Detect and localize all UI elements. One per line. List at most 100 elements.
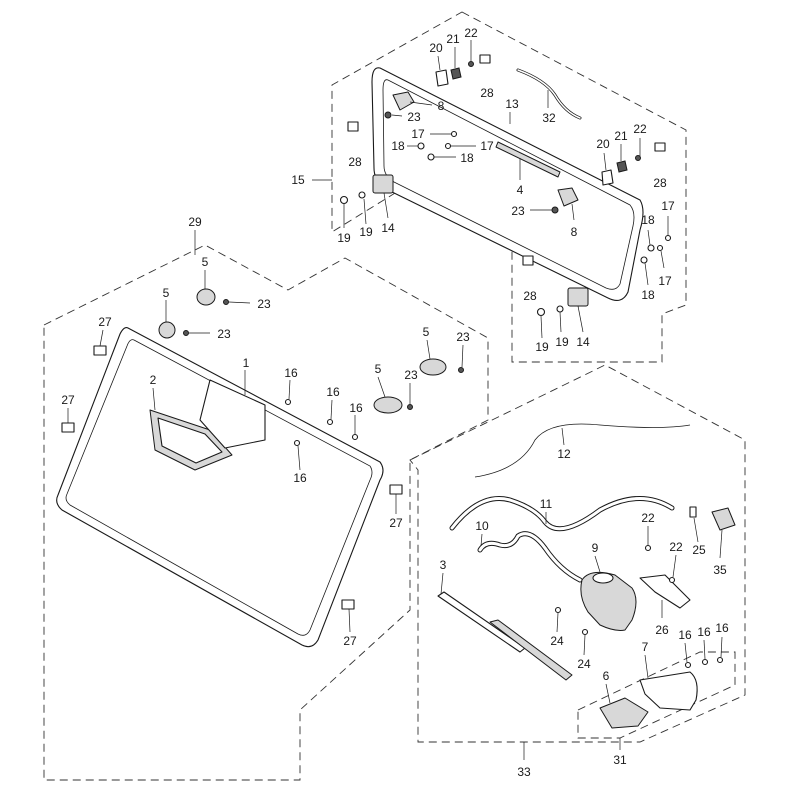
callout-28: 28 [348,155,362,169]
hinge-cap-5-c [419,358,447,376]
nut-23-a [384,111,392,119]
nut-23-f [407,404,413,410]
leader-18-d [644,262,649,286]
washer-18-a [417,142,425,150]
wiper-arm-3 [437,591,526,653]
leader-35 [719,529,723,559]
leader-16-d [297,445,301,471]
washer-18-b [427,153,435,161]
nut-23-b [551,206,559,214]
spacer-27-d [341,599,355,610]
callout-9: 9 [592,541,599,555]
wiper-motor-6 [599,697,649,729]
leader-3 [440,572,444,595]
leader-14-a [383,192,389,219]
glass-strip-4 [495,141,561,178]
stopper-20-b [601,169,614,186]
tank-bracket-26 [639,574,691,609]
callout-32: 32 [542,111,556,125]
callout-22: 22 [464,26,478,40]
leader-2 [152,387,156,411]
callout-18: 18 [460,151,474,165]
bolt-16-a [284,398,292,406]
leader-16-b [330,399,333,420]
callout-31: 31 [613,753,627,767]
bolt-22-a [468,61,474,67]
hinge-cap-5-b [158,321,176,339]
hose-11-inner [450,497,674,531]
callout-19: 19 [337,231,351,245]
callout-26: 26 [655,623,669,637]
washer-19-d [556,305,564,313]
callout-18: 18 [641,288,655,302]
callout-8: 8 [438,99,445,113]
hinge-14-right [567,287,589,307]
leader-8-a [409,101,433,106]
leader-24-b [583,634,586,656]
leader-25 [693,517,699,543]
door-glass-1 [56,327,384,648]
callout-27: 27 [98,315,112,329]
hose-32-inner [517,69,581,119]
leader-16-g [720,636,723,658]
callout-5: 5 [202,255,209,269]
group-15-outline [331,11,687,363]
callout-22: 22 [633,122,647,136]
callout-23: 23 [404,368,418,382]
callout-16: 16 [284,366,298,380]
callout-17: 17 [411,127,425,141]
callout-20: 20 [596,137,610,151]
screw-17-d [656,244,664,252]
callout-21: 21 [614,129,628,143]
callout-22: 22 [669,540,683,554]
stopper-21-b [616,160,628,173]
leader-20-b [603,152,607,171]
leader-23-e [461,344,464,368]
window-frame-13-inner [382,79,635,290]
screw-24-b [581,628,589,636]
callout-labels: 20 21 22 28 8 23 13 32 28 17 18 17 18 20… [61,26,729,779]
callout-21: 21 [446,32,460,46]
leader-24-a [556,612,559,633]
bracket-1-support [199,379,266,449]
pad-28-d [522,255,534,266]
bolt-22-d [668,576,676,584]
callout-12: 12 [557,447,571,461]
callout-10: 10 [475,519,489,533]
door-glass-1-inner [65,339,373,636]
callout-16: 16 [715,621,729,635]
group-outlines [43,11,746,781]
callout-1: 1 [243,356,250,370]
callout-15: 15 [291,173,305,187]
hinge-bracket-8-right [557,187,579,207]
spacer-27-b [61,422,75,433]
callout-35: 35 [713,563,727,577]
callout-8: 8 [571,225,578,239]
callout-28: 28 [523,289,537,303]
nut-23-c [223,299,229,305]
leader-20-a [437,55,441,71]
bolt-16-e [684,661,692,669]
leader-16-e [684,642,688,663]
callout-18: 18 [641,213,655,227]
washer-tank-9-cap [592,572,614,584]
leader-5-d [377,376,386,398]
hinge-14-left [372,174,394,194]
callout-28: 28 [653,176,667,190]
leader-14-b [577,305,584,333]
leader-23-c [228,301,251,304]
callout-27: 27 [343,634,357,648]
leader-19-d [559,311,562,333]
mounting-plate-2-inner [157,417,223,464]
callout-27: 27 [389,516,403,530]
wiper-washer-assembly [437,423,736,729]
leader-19-c [540,315,543,339]
callout-33: 33 [517,765,531,779]
nut-23-d [183,330,189,336]
leader-17-d [660,250,665,269]
hose-10-inner [478,532,582,582]
pad-28-c [347,121,359,132]
leader-7 [644,654,649,679]
washer-19-c [536,307,546,317]
callout-17: 17 [480,139,494,153]
